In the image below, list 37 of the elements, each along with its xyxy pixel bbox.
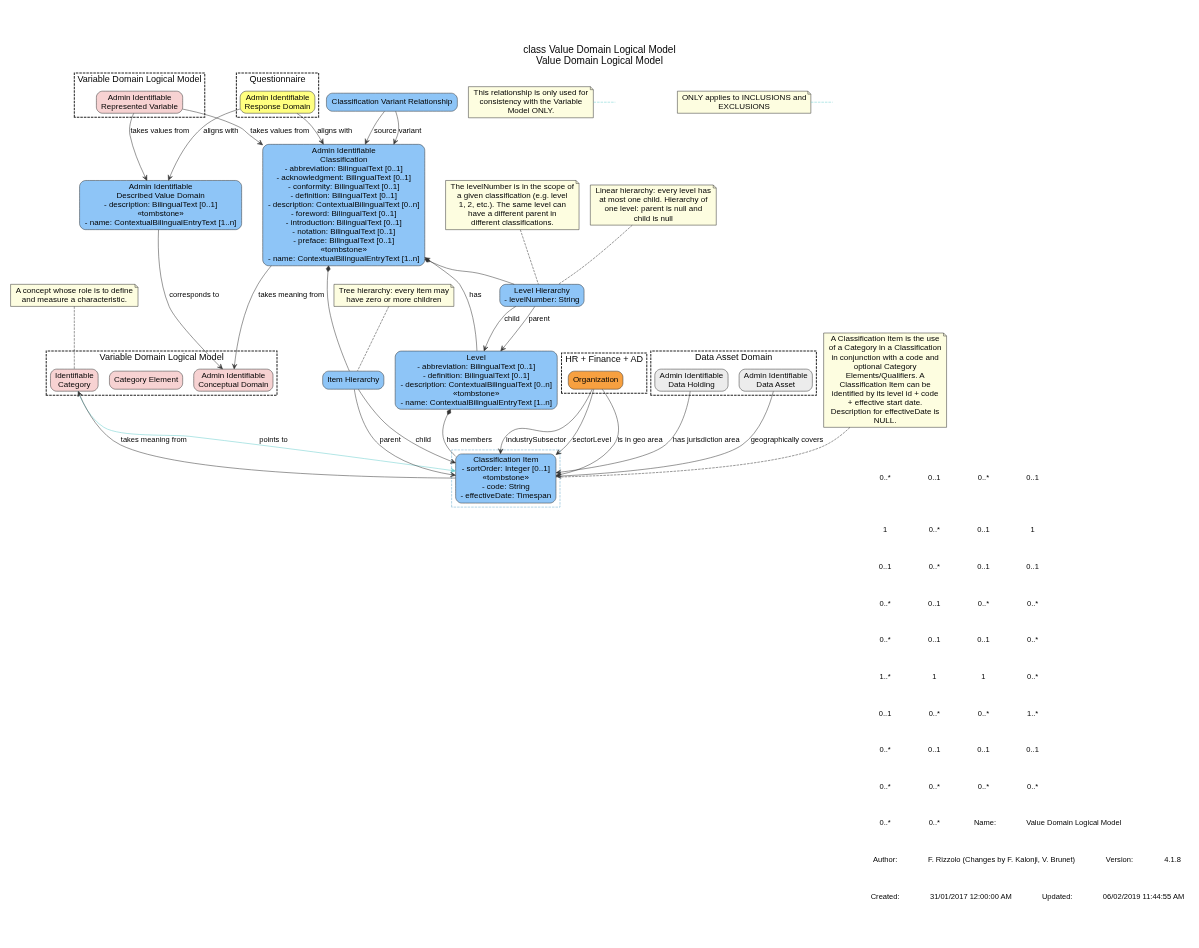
node-box: Classification Variant Relationship bbox=[326, 92, 458, 111]
node-box: Item Hierarchy bbox=[322, 370, 385, 389]
arrow bbox=[158, 229, 223, 369]
connector bbox=[326, 265, 350, 371]
node-box: Identifiable Category bbox=[50, 368, 99, 391]
node-box: Classification Item - sortOrder: Integer [0..1] «tombstone» - code: String - effectiveDate: Timespan bbox=[455, 453, 557, 503]
node-box: Admin Identifiable Classification - abbreviation: BilingualText [0..1] - acknowledgment: BilingualText [0..1] - conformity: BilingualText [0..1] - definition: BilingualText [0..1] - description: ContextualBilingualText [0..n] - foreword: BilingualText [0..1] - introduction: BilingualText [0..1] - notation: BilingualText [0..1] - preface: BilingualText [0..1] «tombstone» - name: ContextualBilingualEntryText [1..n] bbox=[262, 143, 425, 266]
node-box: Admin Identifiable Described Value Domain - description: BilingualText [0..1] «tombstone» - name: ContextualBilingualEntryText [1..n] bbox=[79, 179, 242, 230]
connector bbox=[74, 305, 75, 369]
arrow bbox=[296, 112, 324, 144]
arrow bbox=[483, 305, 517, 351]
arrow bbox=[129, 112, 148, 181]
node-box: Level - abbreviation: BilingualText [0..1] - definition: BilingualText [0..1] - description: ContextualBilingualText [0..n] «tombstone» - name: ContextualBilingualEntryText [1..n] bbox=[394, 350, 558, 409]
arrow bbox=[500, 305, 536, 351]
arrow bbox=[182, 108, 263, 145]
arrow bbox=[358, 388, 456, 463]
caption: class Value Domain Logical Model bbox=[523, 43, 676, 55]
connector bbox=[442, 408, 456, 456]
diagram-title: Value Domain Logical Model bbox=[536, 54, 663, 66]
arrow bbox=[167, 108, 241, 181]
arrow bbox=[555, 388, 594, 455]
node-box: Organization bbox=[568, 370, 624, 389]
arrow bbox=[364, 110, 385, 144]
node-box: Admin Identifiable Conceptual Domain bbox=[193, 368, 274, 391]
node-box: Category Element bbox=[109, 370, 183, 389]
connector bbox=[593, 101, 616, 102]
node-box: Admin Identifiable Data Holding bbox=[654, 368, 729, 391]
arrow bbox=[393, 110, 399, 145]
node-box: Level Hierarchy - levelNumber: String bbox=[499, 283, 585, 307]
connector bbox=[357, 305, 389, 371]
node-box: Admin Identifiable Data Asset bbox=[738, 368, 813, 391]
arrow bbox=[354, 388, 456, 477]
arrow bbox=[498, 388, 593, 454]
node-box: Admin Identifiable Represented Variable bbox=[96, 90, 183, 113]
arrow bbox=[232, 265, 272, 369]
node-box: Admin Identifiable Response Domain bbox=[239, 90, 316, 113]
connector bbox=[810, 101, 833, 102]
